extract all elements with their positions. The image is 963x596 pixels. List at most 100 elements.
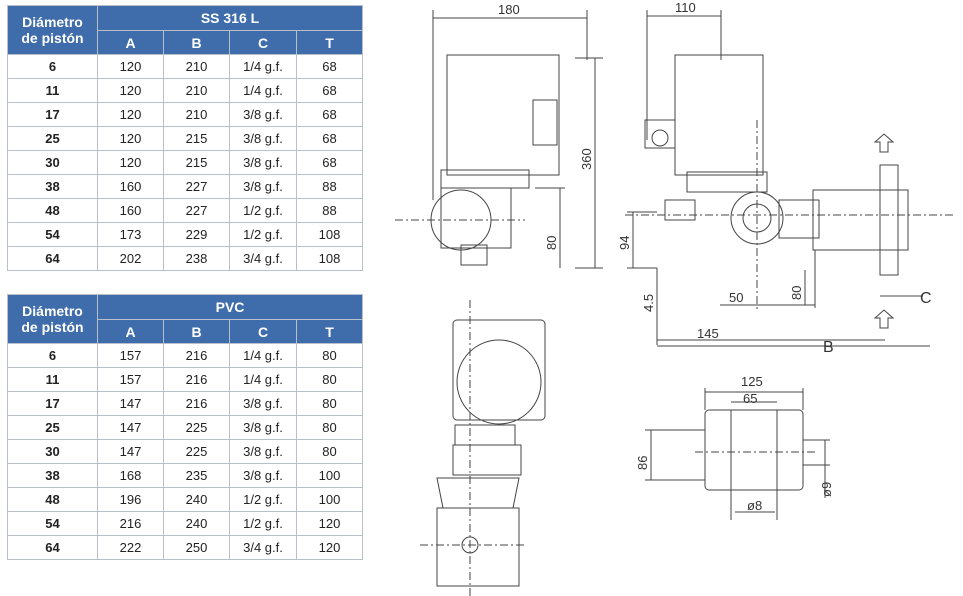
table-cell: 222 [97,535,164,560]
table-cell: 229 [163,222,230,247]
piston-diameter-cell: 6 [7,54,98,79]
table-cell: 68 [296,54,363,79]
table-cell: 1/4 g.f. [229,78,297,103]
table-cell: 100 [295,463,364,488]
dim-plate-width: 125 [741,374,763,389]
table-cell: 160 [97,174,164,199]
piston-diameter-cell: 64 [7,246,98,271]
table-cell: 196 [97,487,164,512]
table-cell: 225 [163,415,230,440]
dim-c-label: C [920,290,932,307]
table-cell: 210 [163,78,230,103]
piston-diameter-cell: 25 [7,126,98,151]
piston-diameter-cell: 38 [7,174,98,199]
top-view-drawing [420,300,546,596]
piston-diameter-cell: 30 [7,439,98,464]
table-cell: 3/4 g.f. [229,246,297,271]
table-cell: 68 [296,150,363,175]
table-cell: 80 [295,439,364,464]
piston-diameter-cell: 54 [7,222,98,247]
piston-diameter-cell: 6 [7,343,98,368]
table-cell: 1/2 g.f. [229,511,297,536]
table-cell: 3/8 g.f. [229,463,297,488]
table-cell: 120 [97,126,164,151]
front-view-drawing [625,10,955,347]
table-cell: 3/8 g.f. [229,391,297,416]
table-cell: 238 [163,246,230,271]
dim-front-width: 110 [675,0,696,15]
base-plate-drawing [645,388,830,520]
column-header-b: B [163,319,230,344]
column-header-a: A [97,30,164,55]
dim-front-length: 145 [697,326,719,341]
table-cell: 120 [97,54,164,79]
table-cell: 216 [163,343,230,368]
table-cell: 88 [296,198,363,223]
piston-diameter-cell: 48 [7,487,98,512]
table-cell: 240 [163,511,230,536]
table-cell: 1/2 g.f. [229,222,297,247]
table-cell: 173 [97,222,164,247]
material-header: PVC [96,294,364,320]
table-cell: 235 [163,463,230,488]
piston-diameter-cell: 64 [7,535,98,560]
table-cell: 240 [163,487,230,512]
dim-front-base: 4.5 [641,294,656,312]
dim-front-height: 94 [617,236,632,250]
table-cell: 120 [295,511,364,536]
dim-side-width: 180 [498,2,520,17]
column-header-b: B [163,30,230,55]
table-cell: 68 [296,78,363,103]
table-cell: 108 [296,222,363,247]
column-header-c: C [229,30,297,55]
piston-diameter-cell: 38 [7,463,98,488]
piston-diameter-cell: 54 [7,511,98,536]
piston-diameter-cell: 17 [7,102,98,127]
piston-diameter-cell: 30 [7,150,98,175]
table-cell: 3/8 g.f. [229,102,297,127]
table-cell: 227 [163,198,230,223]
table-cell: 1/2 g.f. [229,198,297,223]
dim-plate-depth: 86 [635,456,650,470]
table-cell: 215 [163,126,230,151]
table-cell: 168 [97,463,164,488]
table-cell: 120 [97,150,164,175]
table-cell: 80 [295,343,364,368]
column-header-c: C [229,319,297,344]
table-cell: 160 [97,198,164,223]
piston-diameter-cell: 25 [7,415,98,440]
table-cell: 80 [295,391,364,416]
table-cell: 1/4 g.f. [229,367,297,392]
piston-diameter-cell: 17 [7,391,98,416]
table-cell: 147 [97,439,164,464]
table-cell: 108 [296,246,363,271]
table-cell: 147 [97,391,164,416]
dim-side-center: 80 [544,236,559,250]
table-cell: 68 [296,102,363,127]
table-cell: 68 [296,126,363,151]
table-cell: 3/8 g.f. [229,150,297,175]
table-cell: 3/4 g.f. [229,535,297,560]
table-cell: 157 [97,343,164,368]
piston-diameter-cell: 48 [7,198,98,223]
table-cell: 216 [97,511,164,536]
table-cell: 3/8 g.f. [229,415,297,440]
piston-diameter-cell: 11 [7,367,98,392]
table-cell: 202 [97,246,164,271]
